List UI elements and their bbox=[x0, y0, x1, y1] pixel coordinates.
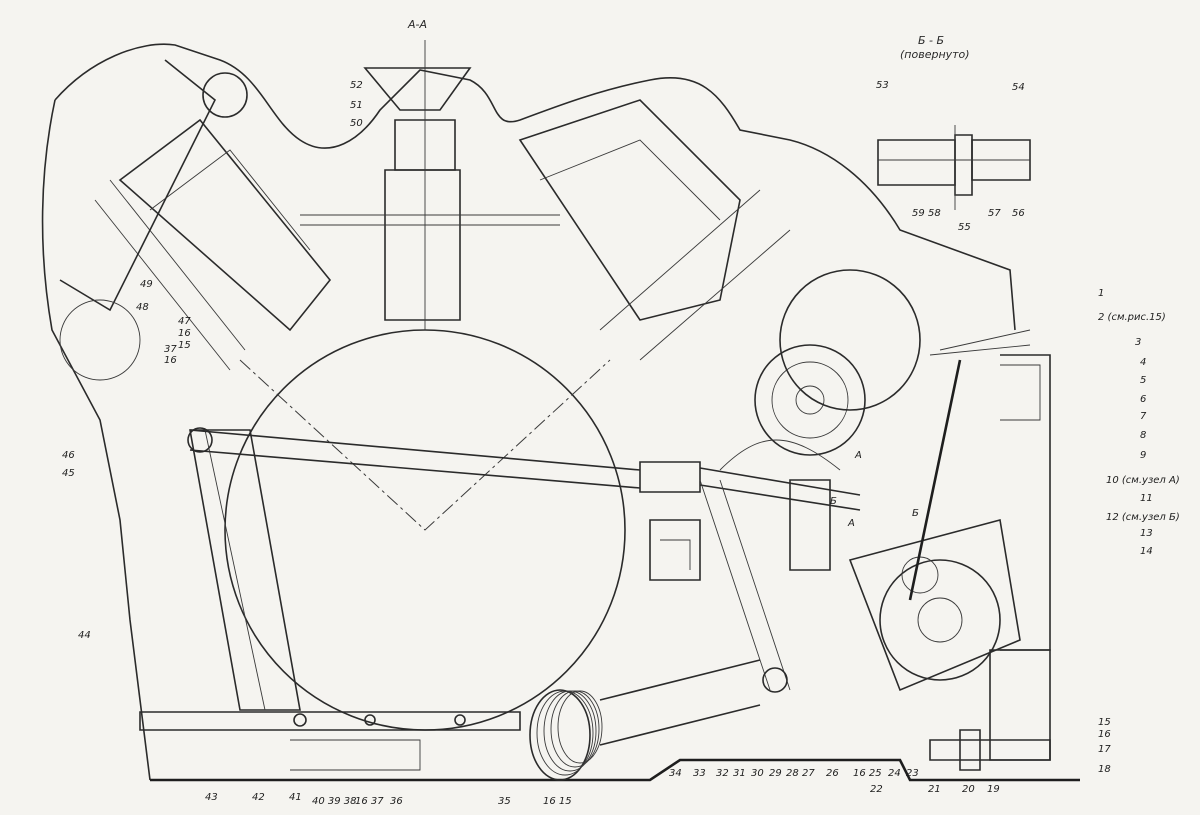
label-24: 24 bbox=[888, 768, 901, 779]
label-5: 5 bbox=[1140, 375, 1147, 386]
top-funnel bbox=[363, 67, 472, 111]
label-16c: 16 bbox=[164, 355, 177, 366]
label-32: 32 bbox=[716, 768, 729, 779]
rod-45-46 bbox=[189, 429, 641, 471]
label-50: 50 bbox=[350, 118, 363, 129]
label-16a: 16 bbox=[1098, 729, 1111, 740]
label-18: 18 bbox=[1098, 764, 1111, 775]
bellows-35 bbox=[529, 659, 761, 781]
label-3: 3 bbox=[1135, 337, 1142, 348]
label-16-15: 16 15 bbox=[543, 796, 572, 807]
lower-pump bbox=[879, 559, 1001, 681]
label-59: 59 bbox=[912, 208, 925, 219]
label-22: 22 bbox=[870, 784, 883, 795]
cut-mark-a2: А bbox=[848, 518, 855, 529]
label-36: 36 bbox=[390, 796, 403, 807]
label-49: 49 bbox=[140, 279, 153, 290]
label-15b: 15 bbox=[178, 340, 191, 351]
label-17: 17 bbox=[1098, 744, 1111, 755]
label-16-25: 16 25 bbox=[853, 768, 882, 779]
label-46: 46 bbox=[62, 450, 75, 461]
upper-housing bbox=[779, 269, 921, 411]
label-37b: 37 bbox=[164, 344, 177, 355]
label-15a: 15 bbox=[1098, 717, 1111, 728]
label-42: 42 bbox=[252, 792, 265, 803]
label-26: 26 bbox=[826, 768, 839, 779]
label-52: 52 bbox=[350, 80, 363, 91]
label-11: 11 bbox=[1140, 493, 1153, 504]
section-title-aa: А-А bbox=[408, 18, 428, 31]
gear-unit bbox=[754, 344, 866, 456]
label-43: 43 bbox=[205, 792, 218, 803]
label-27: 27 bbox=[802, 768, 815, 779]
inset-title: Б - Б bbox=[918, 34, 945, 47]
label-45: 45 bbox=[62, 468, 75, 479]
bottom-floor bbox=[150, 758, 1080, 782]
label-47: 47 bbox=[178, 316, 191, 327]
pipe-44 bbox=[189, 429, 301, 711]
label-31: 31 bbox=[733, 768, 746, 779]
cut-mark-b1: Б bbox=[830, 496, 837, 507]
label-30: 30 bbox=[751, 768, 764, 779]
label-4: 4 bbox=[1140, 357, 1147, 368]
label-2: 2 (см.рис.15) bbox=[1098, 312, 1166, 323]
label-54: 54 bbox=[1012, 82, 1025, 93]
label-33: 33 bbox=[693, 768, 706, 779]
label-10: 10 (см.узел А) bbox=[1106, 475, 1180, 486]
label-34: 34 bbox=[669, 768, 682, 779]
label-58: 58 bbox=[928, 208, 941, 219]
label-23: 23 bbox=[906, 768, 919, 779]
right-cylinder-bank bbox=[518, 99, 741, 321]
label-19: 19 bbox=[987, 784, 1000, 795]
label-14: 14 bbox=[1140, 546, 1153, 557]
label-8: 8 bbox=[1140, 430, 1147, 441]
label-21: 21 bbox=[928, 784, 941, 795]
body-outline bbox=[54, 43, 1016, 331]
label-51: 51 bbox=[350, 100, 363, 111]
right-bolt-assembly bbox=[929, 739, 1051, 761]
cut-mark-b2: Б bbox=[912, 508, 919, 519]
label-16-37: 16 37 bbox=[355, 796, 384, 807]
inset-subtitle: (повернуто) bbox=[900, 48, 970, 61]
inset-bb-drawing bbox=[877, 125, 1031, 210]
label-56: 56 bbox=[1012, 208, 1025, 219]
label-9: 9 bbox=[1140, 450, 1147, 461]
label-48: 48 bbox=[136, 302, 149, 313]
bottom-shaft bbox=[139, 711, 521, 731]
label-55: 55 bbox=[958, 222, 971, 233]
label-41: 41 bbox=[289, 792, 302, 803]
label-35: 35 bbox=[498, 796, 511, 807]
label-57: 57 bbox=[988, 208, 1001, 219]
left-cylinder-bank bbox=[118, 118, 332, 332]
left-outline bbox=[41, 99, 151, 781]
center-pillar bbox=[384, 169, 461, 321]
label-7: 7 bbox=[1140, 411, 1147, 422]
right-housing bbox=[1000, 354, 1051, 651]
cut-mark-a1: А bbox=[855, 450, 862, 461]
label-29: 29 bbox=[769, 768, 782, 779]
label-20: 20 bbox=[962, 784, 975, 795]
label-6: 6 bbox=[1140, 394, 1147, 405]
label-12: 12 (см.узел Б) bbox=[1106, 512, 1180, 523]
label-13: 13 bbox=[1140, 528, 1153, 539]
label-28: 28 bbox=[786, 768, 799, 779]
label-1: 1 bbox=[1098, 288, 1105, 299]
v-cone bbox=[239, 359, 611, 531]
label-44: 44 bbox=[78, 630, 91, 641]
label-53: 53 bbox=[876, 80, 889, 91]
label-16b: 16 bbox=[178, 328, 191, 339]
label-40-39-38: 40 39 38 bbox=[312, 796, 357, 807]
